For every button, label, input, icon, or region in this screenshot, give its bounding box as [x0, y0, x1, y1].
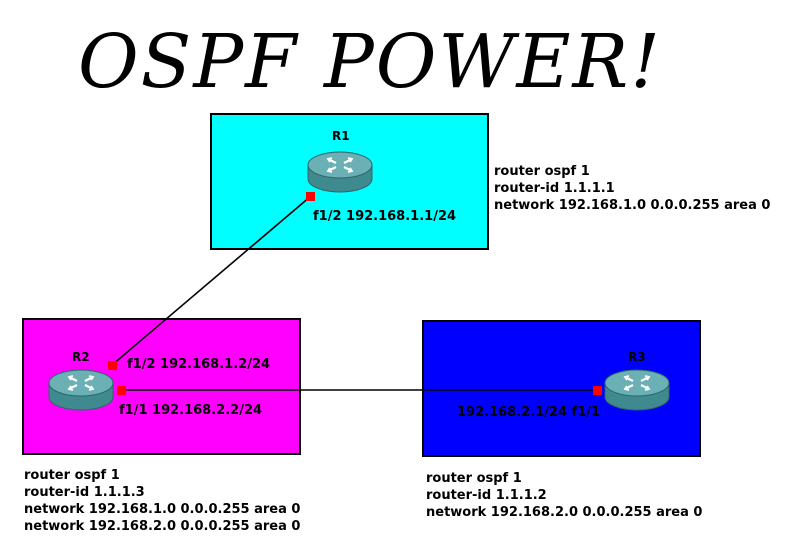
router-name-r3: R3	[628, 350, 646, 364]
config-line: router-id 1.1.1.1	[494, 181, 615, 196]
router-r2[interactable]	[47, 368, 115, 416]
interface-label-r2-f12: f1/2 192.168.1.2/24	[127, 357, 271, 372]
config-line: router ospf 1	[24, 468, 120, 483]
diagram-title: OSPF POWER!	[78, 19, 663, 105]
config-block-r2: router ospf 1 router-id 1.1.1.3 network …	[24, 467, 300, 535]
interface-label-r2-f11: f1/1 192.168.2.2/24	[119, 403, 263, 418]
router-name-r2: R2	[72, 350, 90, 364]
config-block-r3: router ospf 1 router-id 1.1.1.2 network …	[426, 470, 702, 521]
config-block-r1: router ospf 1 router-id 1.1.1.1 network …	[494, 163, 770, 214]
config-line: router-id 1.1.1.3	[24, 485, 145, 500]
port-r3-f11	[593, 386, 602, 395]
port-r2-f12	[108, 361, 117, 370]
router-icon	[48, 369, 114, 411]
router-r3[interactable]	[603, 368, 671, 416]
config-line: network 192.168.2.0 0.0.0.255 area 0	[426, 505, 703, 520]
router-name-r1: R1	[332, 129, 350, 143]
interface-label-r1-f12: f1/2 192.168.1.1/24	[313, 209, 457, 224]
link-r1-r2	[111, 195, 312, 366]
config-line: router-id 1.1.1.2	[426, 488, 547, 503]
router-icon	[307, 151, 373, 193]
config-line: router ospf 1	[426, 471, 522, 486]
config-line: network 192.168.1.0 0.0.0.255 area 0	[24, 502, 301, 517]
router-icon	[604, 369, 670, 411]
config-line: router ospf 1	[494, 164, 590, 179]
config-line: network 192.168.1.0 0.0.0.255 area 0	[494, 198, 771, 213]
port-r1-f12	[306, 192, 315, 201]
port-r2-f11	[117, 386, 126, 395]
interface-label-r3-f11: 192.168.2.1/24 f1/1	[457, 405, 601, 420]
config-line: network 192.168.2.0 0.0.0.255 area 0	[24, 519, 301, 534]
router-r1[interactable]	[306, 150, 374, 198]
